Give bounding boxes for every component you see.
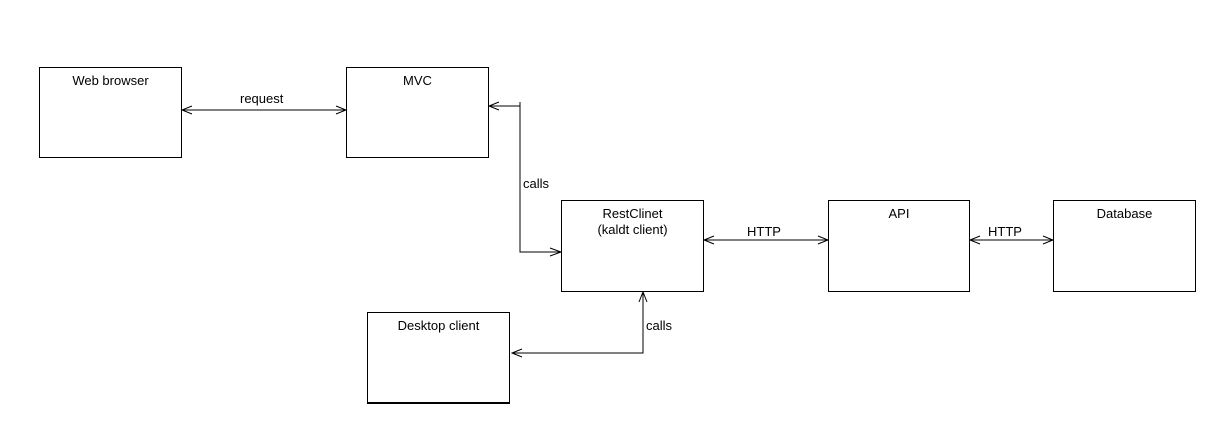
node-database-label: Database — [1096, 206, 1153, 221]
edge-mvc-restclient — [519, 102, 561, 253]
node-web-browser-label: Web browser — [72, 73, 149, 88]
node-restclient-sublabel: (kaldt client) — [597, 222, 668, 237]
edge-label-request: request — [240, 91, 284, 106]
node-desktop-client-label: Desktop client — [397, 318, 480, 333]
node-restclient-label: RestClinet — [602, 206, 663, 221]
edge-label-calls-desktop: calls — [646, 318, 673, 333]
node-web-browser: Web browser — [39, 67, 182, 158]
node-api-label: API — [888, 206, 910, 221]
node-mvc: MVC — [346, 67, 489, 158]
edge-label-calls-mvc: calls — [523, 176, 550, 191]
node-api: API — [828, 200, 970, 292]
node-restclient: RestClinet (kaldt client) — [561, 200, 704, 292]
node-database: Database — [1053, 200, 1196, 292]
edge-label-http-db: HTTP — [988, 224, 1022, 239]
edge-label-http-api: HTTP — [747, 224, 781, 239]
edge-desktop-restclient — [512, 292, 643, 353]
node-desktop-client: Desktop client — [367, 312, 510, 404]
node-mvc-label: MVC — [403, 73, 432, 88]
